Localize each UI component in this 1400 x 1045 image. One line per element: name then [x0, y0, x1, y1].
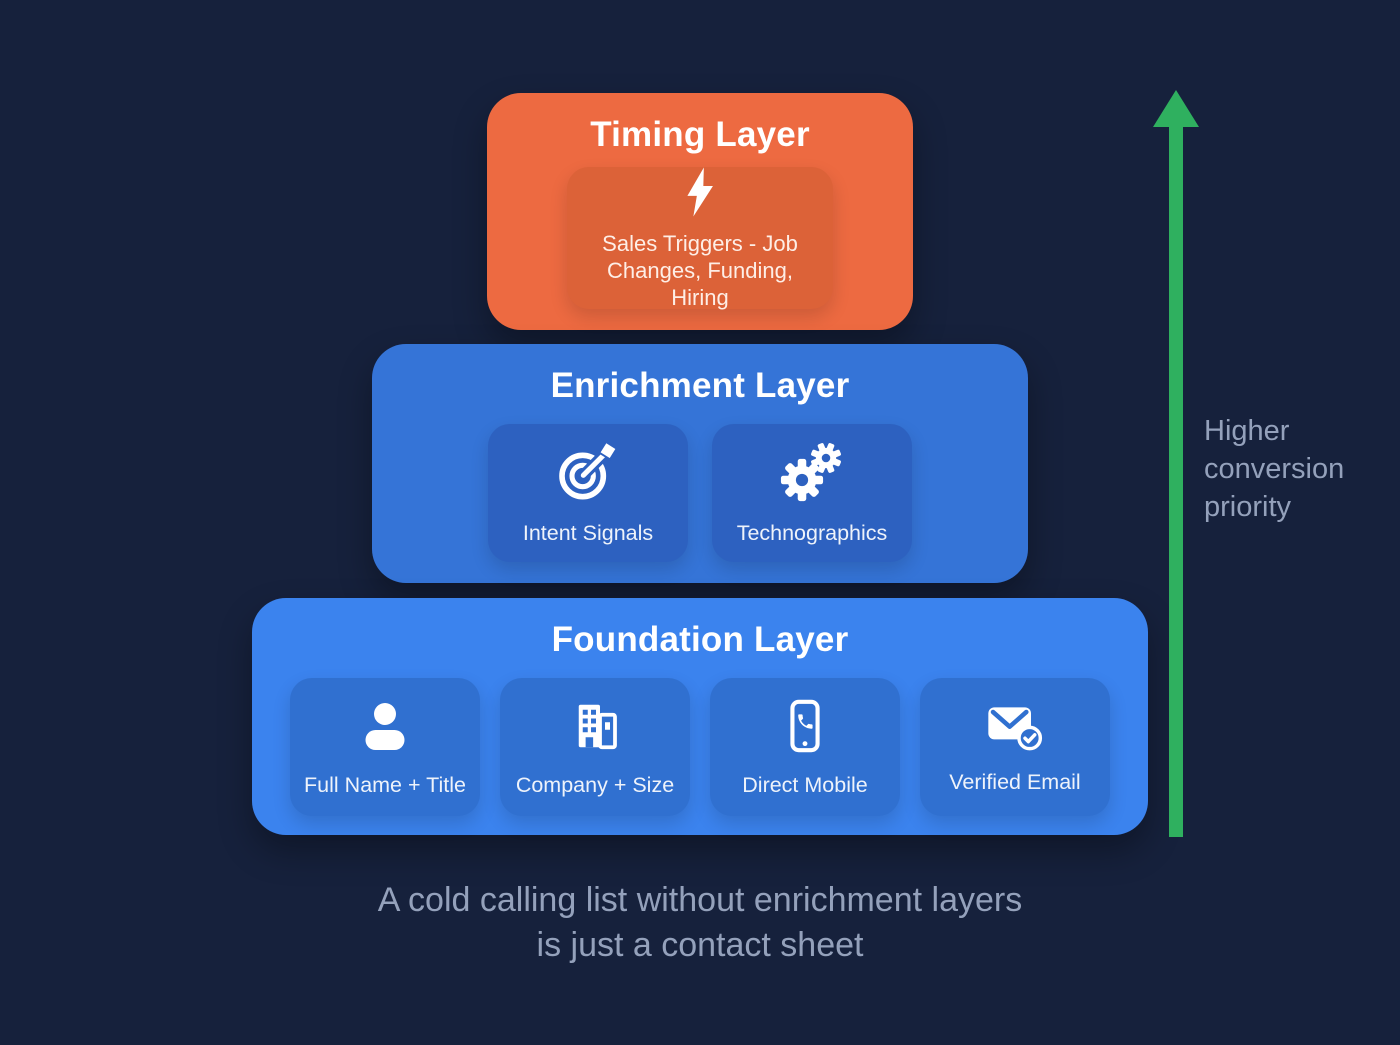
card-direct-mobile: Direct Mobile	[710, 678, 900, 816]
card-full-name-title: Full Name + Title	[290, 678, 480, 816]
card-verified-email: Verified Email	[920, 678, 1110, 816]
card-company-size-label: Company + Size	[515, 773, 675, 797]
card-verified-email-label: Verified Email	[949, 770, 1081, 794]
card-intent-signals-label: Intent Signals	[522, 521, 654, 545]
card-direct-mobile-label: Direct Mobile	[742, 773, 868, 797]
caption: A cold calling list without enrichment l…	[0, 878, 1400, 968]
card-full-name-title-label: Full Name + Title	[304, 773, 466, 797]
card-technographics: Technographics	[712, 424, 912, 562]
layer-foundation: Foundation Layer Full Name + Title	[252, 598, 1148, 835]
target-icon	[556, 440, 620, 509]
gears-icon	[780, 440, 844, 509]
layer-enrichment: Enrichment Layer Intent Signals	[372, 344, 1028, 583]
layer-foundation-title: Foundation Layer	[551, 620, 849, 659]
caption-line-2: is just a contact sheet	[536, 926, 864, 964]
building-icon	[565, 696, 625, 761]
caption-line-1: A cold calling list without enrichment l…	[377, 881, 1023, 919]
email-check-icon	[983, 699, 1047, 758]
card-company-size: Company + Size	[500, 678, 690, 816]
layer-timing: Timing Layer Sales Triggers - Job Change…	[487, 93, 913, 330]
priority-arrow-label: Higher conversion priority	[1204, 415, 1345, 523]
person-icon	[355, 696, 415, 761]
layer-enrichment-title: Enrichment Layer	[550, 366, 850, 405]
phone-icon	[776, 696, 834, 761]
layer-timing-title: Timing Layer	[590, 115, 810, 154]
timing-cards-row: Sales Triggers - Job Changes, Funding, H…	[567, 165, 833, 310]
card-technographics-label: Technographics	[736, 521, 888, 545]
card-sales-triggers: Sales Triggers - Job Changes, Funding, H…	[567, 165, 833, 310]
lightning-icon	[679, 165, 721, 224]
priority-arrow-icon	[1150, 90, 1202, 847]
card-sales-triggers-label: Sales Triggers - Job Changes, Funding, H…	[602, 231, 798, 310]
enrichment-cards-row: Intent Signals	[488, 424, 912, 562]
card-intent-signals: Intent Signals	[488, 424, 688, 562]
foundation-cards-row: Full Name + Title	[290, 678, 1110, 816]
